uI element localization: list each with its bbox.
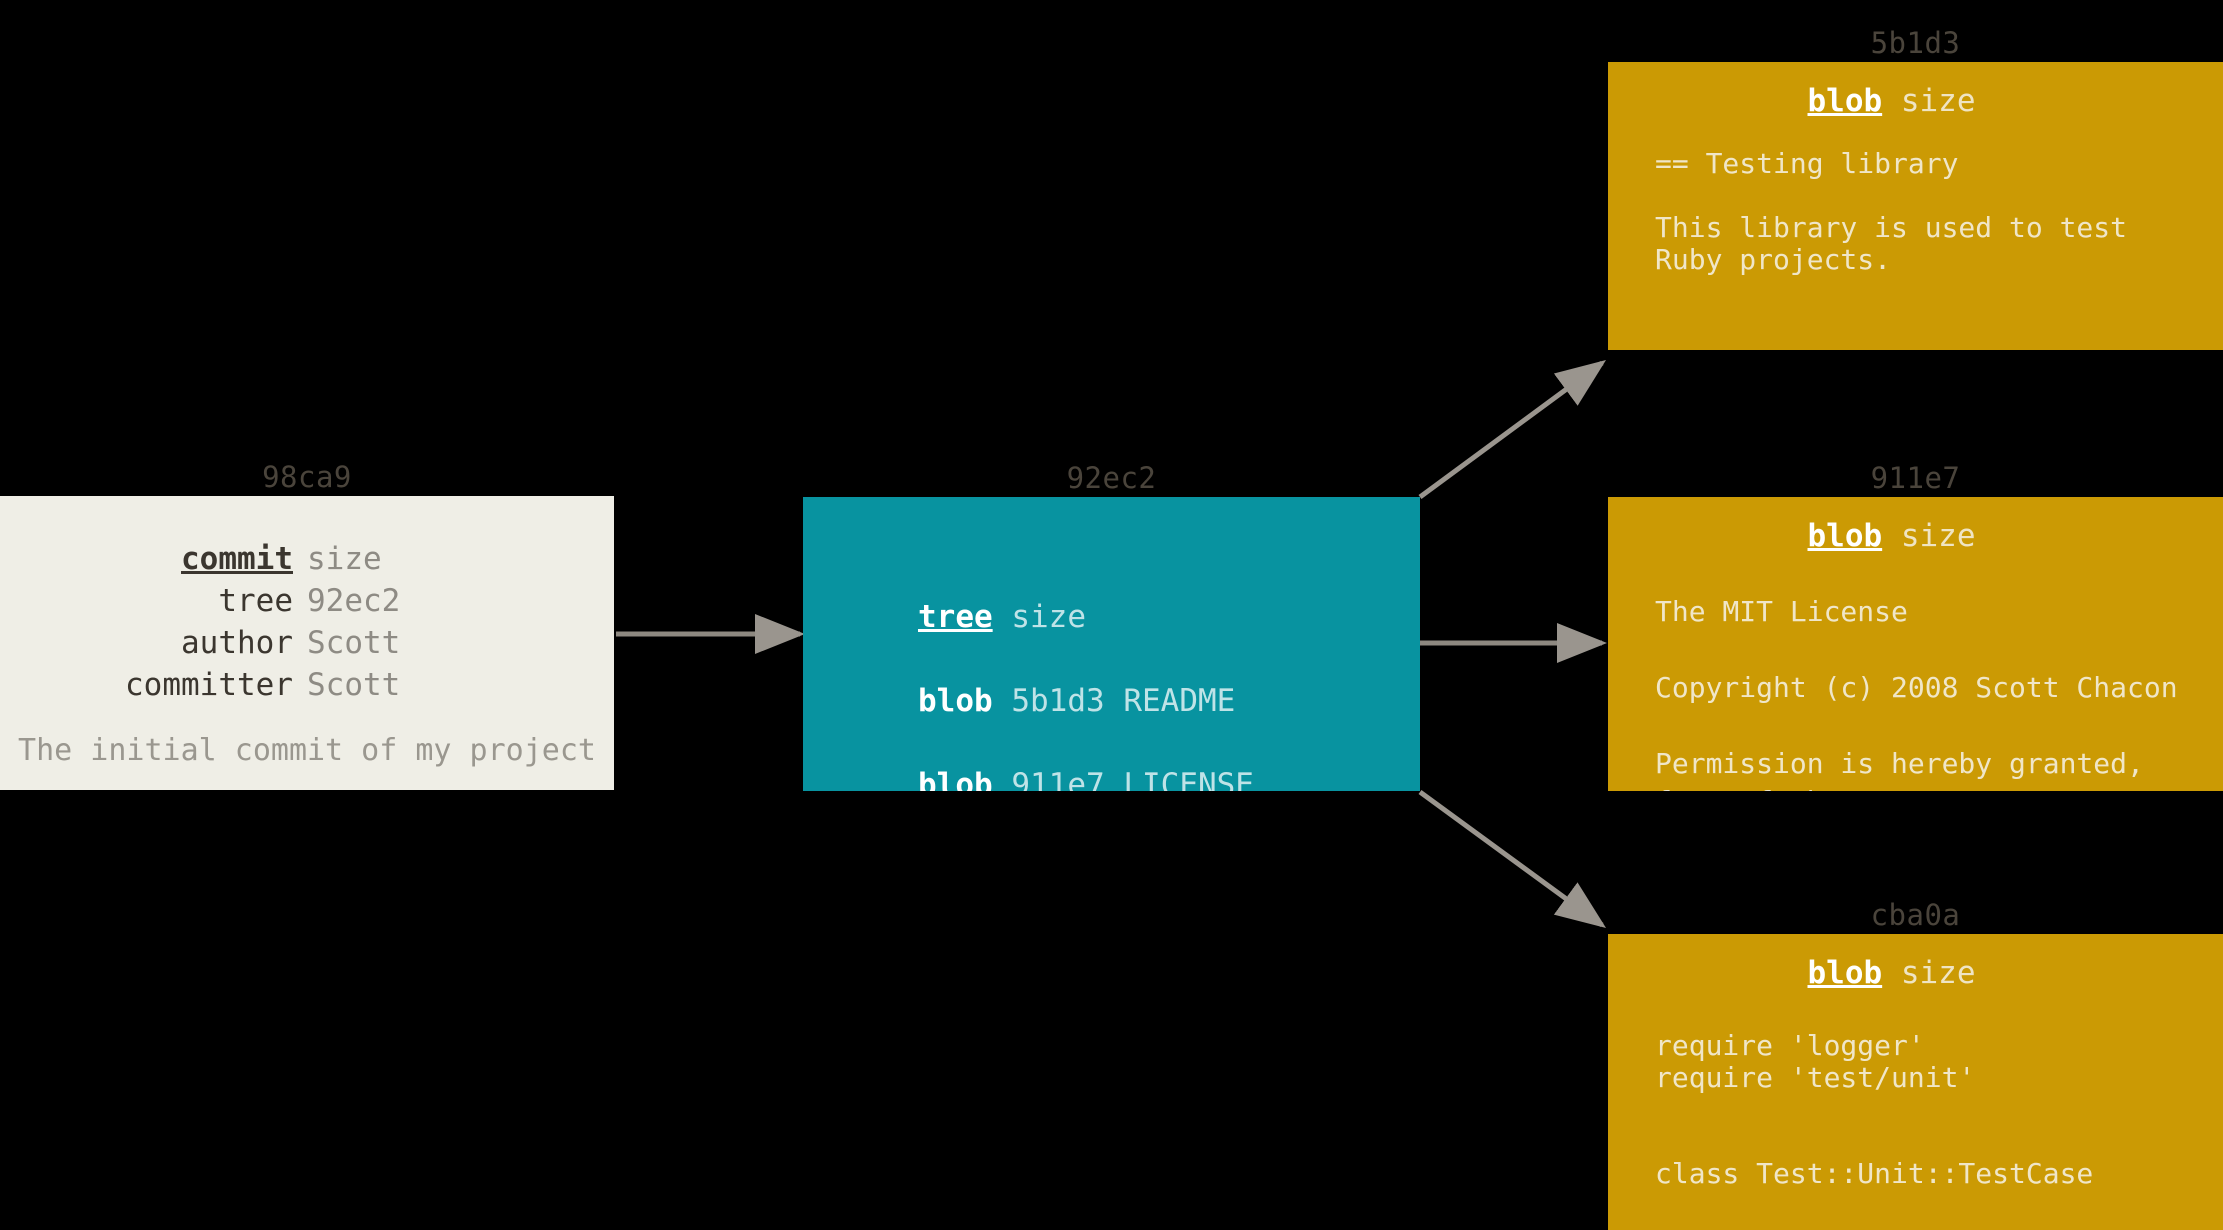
- blob-header-type-1: blob: [1807, 518, 1883, 554]
- commit-key-type: commit: [181, 541, 293, 577]
- commit-value-size: size: [307, 541, 382, 577]
- tree-entry-row: blob 911e7 LICENSE: [918, 764, 1254, 791]
- commit-object[interactable]: 98ca9 commit size tree 92ec2 author Scot…: [0, 460, 614, 790]
- tree-header-row: tree size: [918, 596, 1254, 638]
- tree-header-size: size: [1011, 599, 1086, 635]
- commit-message: The initial commit of my project: [18, 733, 596, 768]
- tree-entry-hash-1: 911e7: [1011, 767, 1105, 791]
- blob-object-license[interactable]: 911e7 blob size The MIT License Copyrigh…: [1608, 461, 2223, 791]
- blob-header-2: blob size: [1608, 952, 2223, 994]
- arrow-tree-to-blob-5b1d3: [1418, 360, 1607, 500]
- commit-hash-label: 98ca9: [262, 460, 352, 494]
- tree-header-type: tree: [918, 599, 993, 635]
- blob-header-size-0: size: [1900, 83, 1976, 119]
- commit-key-author: author: [181, 625, 293, 661]
- commit-value-committer: Scott: [307, 667, 401, 703]
- tree-entry-name-1: LICENSE: [1123, 767, 1254, 791]
- blob-hash-label-0: 5b1d3: [1870, 26, 1961, 60]
- commit-row-type: commit size: [0, 538, 614, 580]
- blob-box-body-0: blob size == Testing library This librar…: [1608, 62, 2223, 350]
- blob-header-size-1: size: [1900, 518, 1976, 554]
- blob-header-type-0: blob: [1807, 83, 1883, 119]
- tree-entry-name-0: README: [1123, 683, 1236, 719]
- commit-row-committer: committer Scott: [0, 664, 614, 706]
- blob-content-1: The MIT License Copyright (c) 2008 Scott…: [1655, 595, 2178, 791]
- blob-header-1: blob size: [1608, 515, 2223, 557]
- blob-hash-label-1: 911e7: [1870, 461, 1961, 495]
- blob-hash-label-2: cba0a: [1870, 898, 1961, 932]
- tree-entry-type-1: blob: [918, 767, 993, 791]
- tree-box-body: tree size blob 5b1d3 README blob 911e7 L…: [803, 497, 1420, 791]
- tree-entry-row: blob 5b1d3 README: [918, 680, 1254, 722]
- blob-header-size-2: size: [1900, 955, 1976, 991]
- tree-entry-hash-0: 5b1d3: [1011, 683, 1105, 719]
- blob-box-body-2: blob size require 'logger' require 'test…: [1608, 934, 2223, 1230]
- commit-row-tree: tree 92ec2: [0, 580, 614, 622]
- tree-entry-list: tree size blob 5b1d3 README blob 911e7 L…: [918, 554, 1254, 791]
- commit-key-committer: committer: [125, 667, 293, 703]
- commit-box-body: commit size tree 92ec2 author Scott comm…: [0, 496, 614, 790]
- commit-value-tree: 92ec2: [307, 583, 401, 619]
- commit-key-tree: tree: [218, 583, 293, 619]
- tree-hash-label: 92ec2: [1066, 461, 1157, 495]
- blob-content-0: == Testing library This library is used …: [1655, 147, 2128, 276]
- arrow-tree-to-blob-cba0a: [1418, 789, 1607, 928]
- tree-object[interactable]: 92ec2 tree size blob 5b1d3 README blob 9…: [803, 461, 1420, 791]
- commit-field-table: commit size tree 92ec2 author Scott comm…: [0, 538, 614, 706]
- blob-object-readme[interactable]: 5b1d3 blob size == Testing library This …: [1608, 26, 2223, 350]
- commit-value-author: Scott: [307, 625, 401, 661]
- blob-header-type-2: blob: [1807, 955, 1883, 991]
- blob-object-testrb[interactable]: cba0a blob size require 'logger' require…: [1608, 898, 2223, 1230]
- tree-entry-type-0: blob: [918, 683, 993, 719]
- blob-box-body-1: blob size The MIT License Copyright (c) …: [1608, 497, 2223, 791]
- blob-content-2: require 'logger' require 'test/unit' cla…: [1655, 1029, 2094, 1190]
- blob-header-0: blob size: [1608, 80, 2223, 122]
- commit-row-author: author Scott: [0, 622, 614, 664]
